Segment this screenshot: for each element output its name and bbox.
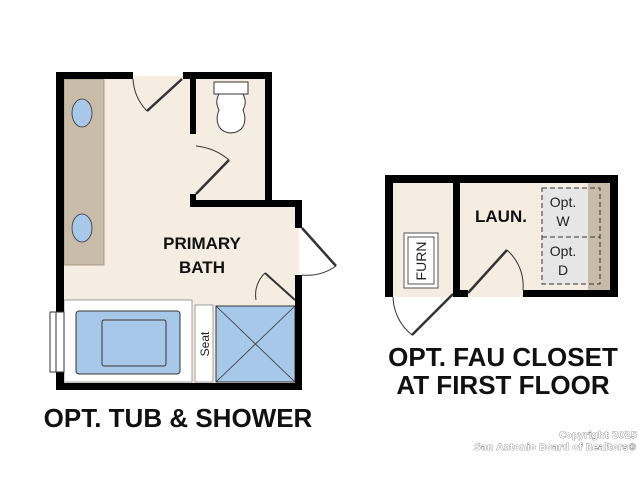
- copyright-line1: Copyright 2025: [559, 431, 637, 441]
- washer-label: Opt.: [550, 194, 576, 210]
- dryer-space: [542, 237, 588, 284]
- washer-space: [542, 188, 588, 237]
- sink-icon: [71, 213, 93, 243]
- toilet-icon: [213, 81, 249, 134]
- fau-closet-plan: Opt. W Opt. D FURN LAUN.: [385, 175, 618, 336]
- sink-icon: [71, 98, 93, 128]
- walls: [385, 175, 618, 297]
- caption-fau-closet: OPT. FAU CLOSET: [388, 342, 618, 372]
- door-swings: [132, 78, 337, 301]
- dryer-label: Opt.: [550, 243, 576, 259]
- room-label-bath: BATH: [179, 258, 225, 277]
- bathtub-basin: [101, 319, 167, 367]
- furnace-label: FURN: [413, 242, 429, 281]
- window: [49, 311, 65, 373]
- shower-drain-line: [215, 305, 296, 383]
- door-swings: [392, 249, 524, 336]
- caption-tub-shower: OPT. TUB & SHOWER: [44, 403, 313, 433]
- washer-label-w: W: [556, 213, 570, 229]
- copyright-line2: San Antonio Board of Realtors®: [474, 443, 637, 453]
- room-label-laundry: LAUN.: [475, 207, 527, 226]
- primary-bath-plan: Seat PRIMARY: [49, 72, 337, 390]
- shower-seat: [194, 304, 214, 383]
- dryer-label-d: D: [558, 262, 568, 278]
- seat-label: Seat: [198, 331, 212, 356]
- room-label-primary: PRIMARY: [163, 234, 241, 253]
- walls: [56, 72, 302, 390]
- caption-first-floor: AT FIRST FLOOR: [396, 370, 609, 400]
